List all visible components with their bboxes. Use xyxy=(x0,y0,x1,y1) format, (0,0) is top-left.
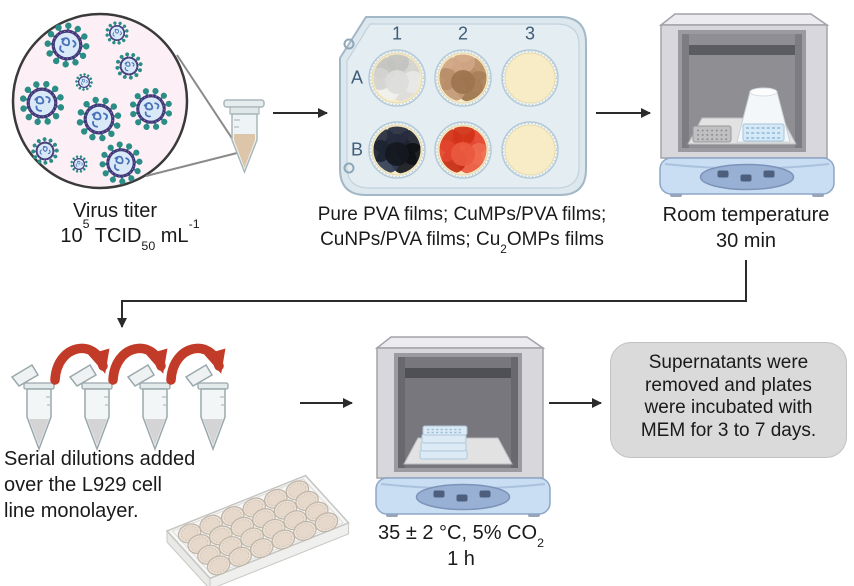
transfer-arrow-icon xyxy=(166,343,226,385)
six-well-plate xyxy=(339,16,587,196)
transfer-arrow-icon xyxy=(50,343,110,385)
serial-caption-line2: over the L929 cell xyxy=(4,474,162,496)
co2-caption-sub: 2 xyxy=(537,536,544,551)
room-temperature-label: Room temperature xyxy=(662,204,830,226)
well-B1 xyxy=(368,121,426,179)
co2-caption-pre: 35 ± 2 °C, 5% CO xyxy=(378,522,538,544)
well-A1 xyxy=(368,49,426,107)
twentyfour-well-plate-icon xyxy=(165,474,350,586)
note-line3: were incubated with xyxy=(644,397,813,418)
films-line2-post: OMPs films xyxy=(506,229,604,250)
virus-icon xyxy=(19,80,65,126)
note-line1: Supernatants were xyxy=(648,352,809,373)
microtube-icon xyxy=(10,363,55,452)
microtube-icon xyxy=(184,363,229,452)
co2-incubation-caption: 35 ± 2 °C, 5% CO2 xyxy=(346,521,576,550)
microtube-icon xyxy=(68,363,113,452)
virus-icon xyxy=(70,155,88,173)
plate-col-label-2: 2 xyxy=(457,23,469,44)
incubator-icon xyxy=(658,13,835,197)
titer-tcid-sub: 50 xyxy=(141,239,156,254)
microtube-icon xyxy=(126,363,171,452)
serial-dilution-caption: Serial dilutions added over the L929 cel… xyxy=(4,446,239,524)
virus-titer-label: Virus titer xyxy=(72,200,158,222)
titer-unit-exponent: -1 xyxy=(188,217,200,232)
virus-icon xyxy=(31,137,59,165)
plate-row-label-A: A xyxy=(350,67,364,88)
virus-icon xyxy=(129,87,173,131)
virus-icon xyxy=(75,73,93,91)
titer-exponent: 5 xyxy=(82,217,90,232)
films-line2-sub: 2 xyxy=(500,243,507,257)
virus-icon xyxy=(115,52,143,80)
well-A3 xyxy=(501,49,559,107)
titer-base: 10 xyxy=(60,225,83,247)
virus-titer-value: 105 TCID50 mL-1 xyxy=(5,218,255,253)
titer-tcid: TCID xyxy=(89,225,142,247)
elbow-connector xyxy=(117,260,747,328)
films-line2-pre: CuNPs/PVA films; Cu xyxy=(320,229,501,250)
plate-col-label-3: 3 xyxy=(524,23,536,44)
plate-row-label-B: B xyxy=(350,139,364,160)
note-line2: removed and plates xyxy=(645,374,812,396)
note-line4: MEM for 3 to 7 days. xyxy=(640,419,817,441)
serial-caption-line1: Serial dilutions added xyxy=(4,448,196,470)
films-caption-line2: CuNPs/PVA films; Cu2OMPs films xyxy=(287,227,637,255)
plate-col-label-1: 1 xyxy=(391,23,403,44)
transfer-arrow-icon xyxy=(108,343,168,385)
incubation-duration: 1 h xyxy=(447,548,475,570)
virus-icon xyxy=(99,141,143,185)
virus-icon xyxy=(76,96,122,142)
films-caption-line1: Pure PVA films; CuMPs/PVA films; xyxy=(317,204,607,225)
sample-tube-icon xyxy=(223,99,265,175)
titer-unit: mL xyxy=(155,225,189,247)
well-B2 xyxy=(434,121,492,179)
well-B3 xyxy=(501,121,559,179)
room-temperature-time: 30 min xyxy=(715,230,777,252)
supernatant-note-box: Supernatants were removed and plates wer… xyxy=(610,342,847,458)
incubator-icon xyxy=(374,336,551,517)
virus-icon xyxy=(44,22,90,68)
well-A2 xyxy=(434,49,492,107)
film-cluster xyxy=(373,54,421,102)
serial-caption-line3: line monolayer. xyxy=(4,500,139,522)
virus-icon xyxy=(105,21,129,45)
virus-magnified-view xyxy=(11,12,242,190)
